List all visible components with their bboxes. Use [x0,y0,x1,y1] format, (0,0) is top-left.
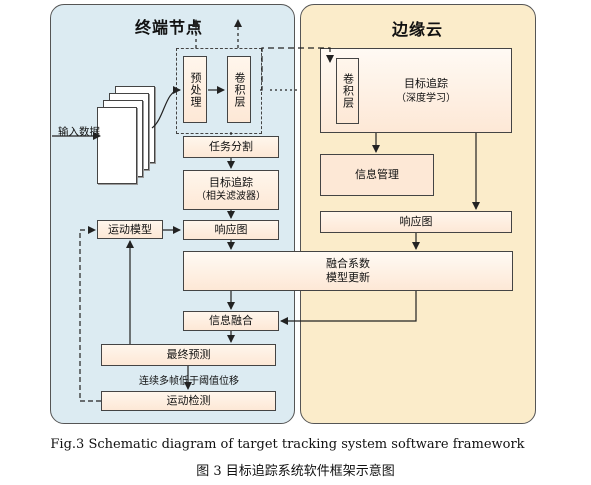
edge-tracking-title: 目标追踪 [209,176,253,189]
cloud-conv-layer-box: 卷积层 [336,58,359,124]
detect-feedback-arrow [79,226,101,402]
preprocess-box: 预处理 [183,56,207,123]
edge-cloud-title: 边缘云 [392,20,444,39]
edge-tracking-box: 目标追踪 （相关滤波器） [183,170,279,210]
task-split-box: 任务分割 [183,136,279,158]
motion-detect-box: 运动检测 [101,391,276,411]
info-manage-box: 信息管理 [320,154,434,196]
frames-to-preprocess-arrow [151,86,181,129]
model-update-label: 模型更新 [326,271,370,284]
input-data-label: 输入数据 [58,126,100,138]
caption-english: Fig.3 Schematic diagram of target tracki… [50,437,525,452]
motion-model-box: 运动模型 [97,220,163,239]
final-predict-box: 最终预测 [101,344,276,366]
cloud-tracking-label: 目标追踪 （深度学习） [376,76,476,106]
edge-tracking-subtitle: （相关滤波器） [196,191,266,202]
cloud-tracking-title: 目标追踪 [404,77,448,90]
fusion-update-box: 融合系数 模型更新 [183,251,513,291]
cloud-tracking-subtitle: （深度学习） [396,93,456,104]
offload-arrow [260,47,334,91]
threshold-note: 连续多帧低于阈值位移 [139,372,239,387]
edge-conv-layer-box: 卷积层 [227,56,251,123]
input-frame [97,107,137,184]
fusion-coef-label: 融合系数 [326,257,370,270]
info-fusion-box: 信息融合 [183,311,279,331]
caption-chinese: 图 3 目标追踪系统软件框架示意图 [196,464,395,479]
edge-response-map-box: 响应图 [183,220,279,240]
cloud-response-map-box: 响应图 [320,211,512,233]
cloud-to-info-fusion-arrow [280,291,417,325]
edge-node-title: 终端节点 [135,18,204,37]
